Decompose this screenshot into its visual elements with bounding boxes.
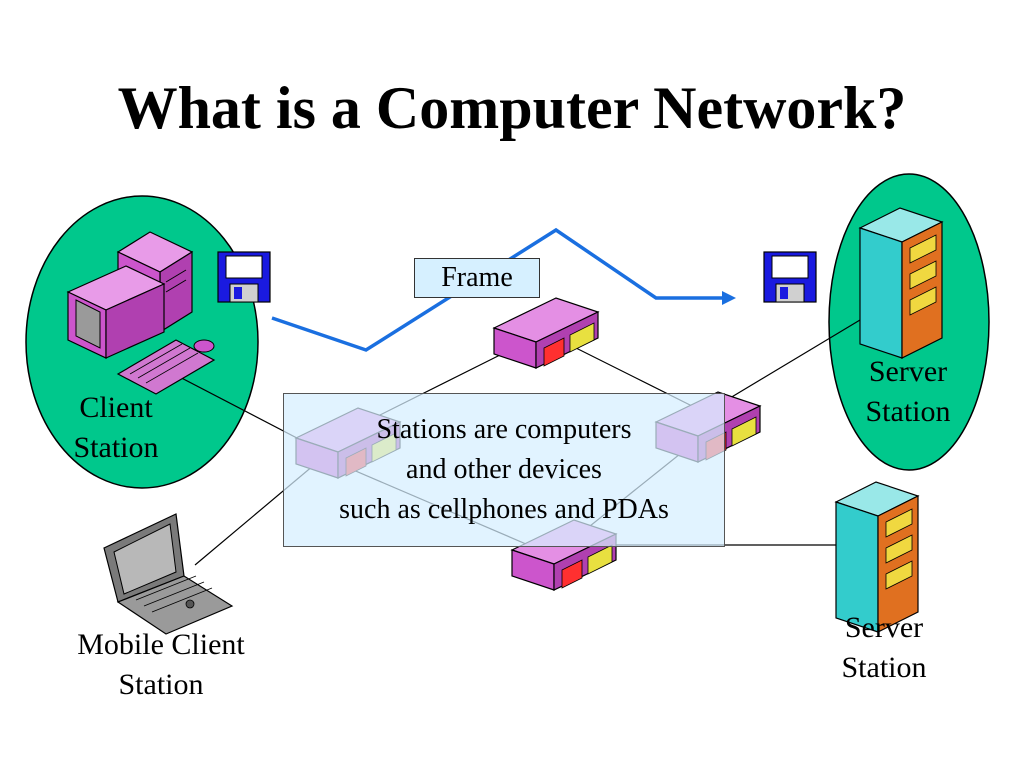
client-station-label: Client Station [73, 391, 159, 464]
frame-label-box: Frame [414, 258, 540, 298]
slide-title: What is a Computer Network? [117, 75, 907, 141]
server-tower-icon [834, 481, 920, 633]
mobile-client-station-label: Mobile Client Station [77, 628, 245, 701]
laptop-icon [103, 513, 234, 635]
frame-path [271, 227, 724, 352]
link-right-router-server [709, 319, 861, 411]
stations-callout: Stations are computers and other devices… [283, 393, 725, 547]
server-station-label-top: Server Station [865, 355, 951, 428]
server-tower-icon [858, 207, 944, 359]
network-router-icon [492, 297, 600, 369]
floppy-disk-icon [217, 251, 271, 303]
server-station-label-bottom: Server Station [841, 611, 927, 684]
desktop-computer-icon [66, 231, 216, 395]
frame-path-arrowhead [722, 291, 736, 305]
floppy-disk-icon [763, 251, 817, 303]
